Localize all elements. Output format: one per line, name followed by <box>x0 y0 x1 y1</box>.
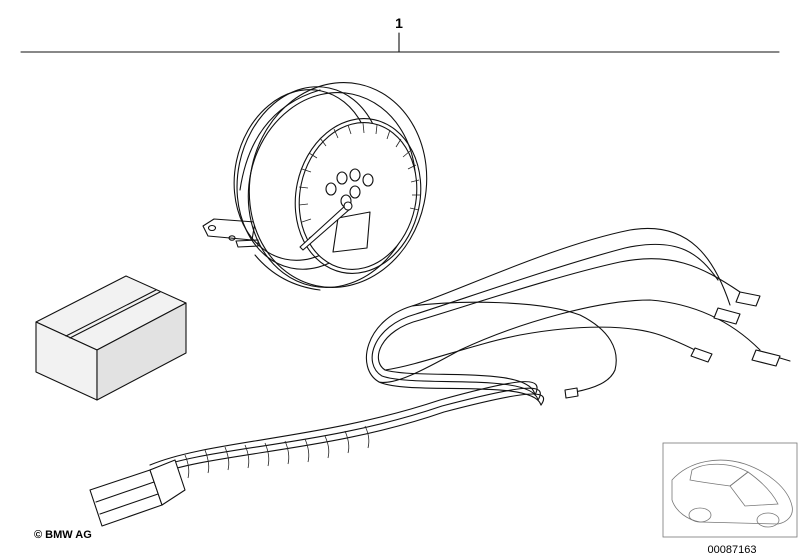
reference-number: 00087163 <box>708 544 757 556</box>
speedometer-icon[interactable] <box>202 66 445 304</box>
copyright-text: © BMW AG <box>34 529 92 541</box>
wiring-harness-icon[interactable] <box>89 228 791 527</box>
car-icon[interactable] <box>662 442 798 538</box>
callout-header: 1 <box>20 15 780 53</box>
box-icon[interactable] <box>35 275 187 401</box>
callout-number[interactable]: 1 <box>395 15 403 31</box>
